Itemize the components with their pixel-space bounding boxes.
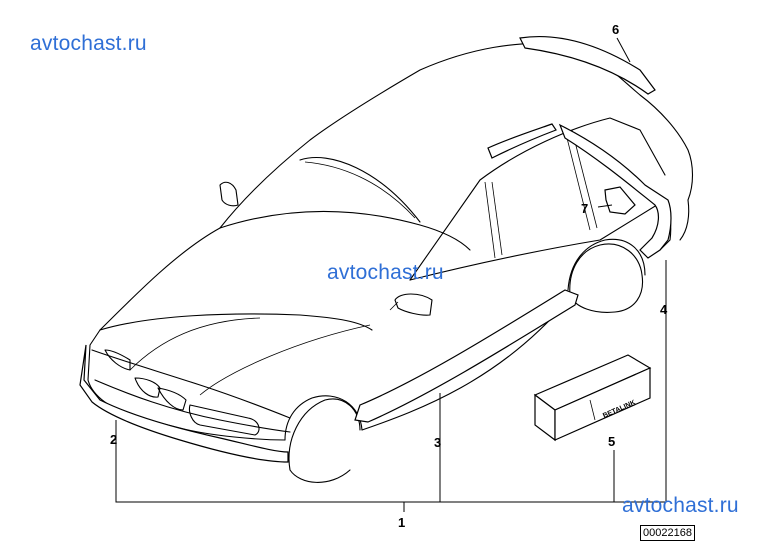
- roof-rail-strip: [487, 123, 557, 159]
- callout-5: 5: [608, 434, 615, 449]
- car-outline: [79, 43, 694, 483]
- callout-6: 6: [612, 22, 619, 37]
- callout-3: 3: [434, 435, 441, 450]
- watermark-center: avtochast.ru: [327, 261, 444, 284]
- leader-lines: [115, 37, 667, 512]
- rear-apron: [558, 123, 672, 259]
- mounting-bracket: [604, 186, 636, 215]
- callout-2: 2: [110, 432, 117, 447]
- reference-number: 00022168: [640, 525, 695, 541]
- rear-roof-spoiler: [519, 35, 656, 95]
- side-skirt: [354, 289, 579, 423]
- watermark-top-left: avtochast.ru: [30, 32, 147, 55]
- callout-4: 4: [660, 302, 668, 317]
- callout-1: 1: [398, 515, 405, 530]
- watermark-bottom-right: avtochast.ru: [622, 494, 739, 517]
- callout-7: 7: [581, 201, 588, 216]
- kit-box: BETALINK: [533, 354, 652, 442]
